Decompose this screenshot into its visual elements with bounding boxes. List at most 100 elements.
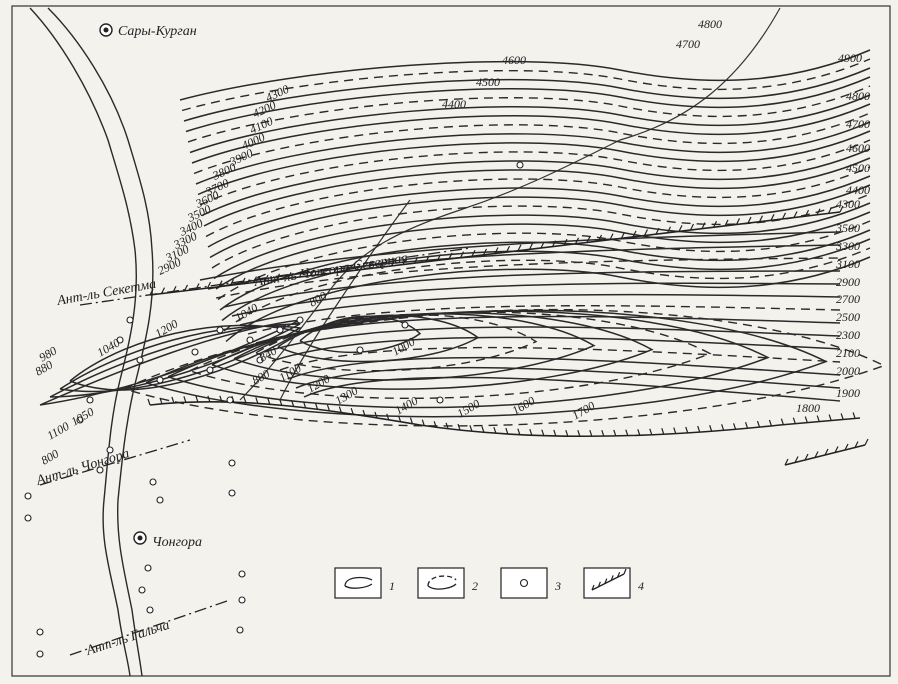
legend-label-4: 4 — [638, 579, 644, 593]
contour-line — [187, 85, 871, 143]
contour-line — [295, 366, 841, 389]
contour-label: 4400 — [442, 97, 466, 111]
contour-line — [223, 270, 841, 308]
well-icon — [106, 446, 114, 454]
dashed-contour-icon — [427, 575, 457, 587]
contour-label: 3300 — [835, 239, 860, 253]
well-icon — [86, 396, 94, 404]
contour-label: 4700 — [846, 117, 870, 131]
contour-line — [239, 293, 841, 326]
contour-label: 4600 — [502, 53, 526, 67]
well-icon — [216, 326, 224, 334]
well-icon — [228, 489, 236, 497]
contour-label: 4300 — [836, 197, 860, 211]
contour-label: 1400 — [393, 393, 421, 417]
legend-label-2: 2 — [472, 579, 478, 593]
contour-line — [231, 282, 841, 317]
faults — [147, 205, 869, 466]
well-icon — [138, 586, 146, 594]
legend-label-1: 1 — [389, 579, 395, 593]
legend-box-2 — [417, 567, 465, 599]
contour-line — [223, 247, 871, 332]
well-icon — [356, 346, 364, 354]
well-icon — [36, 650, 44, 658]
anticline-label-galcha: Ант-ль Гальча — [84, 618, 172, 659]
contour-label: 800 — [39, 446, 62, 467]
contour-label: 4400 — [846, 183, 870, 197]
well-icon — [24, 492, 32, 500]
closure-contour — [211, 312, 654, 390]
contour-label: 3100 — [835, 257, 860, 271]
contour-line — [205, 166, 871, 238]
contour-line — [217, 220, 871, 301]
well-icon — [296, 316, 304, 324]
well-icon — [146, 606, 154, 614]
well-icon — [76, 416, 84, 424]
contour-label: 4900 — [838, 51, 862, 65]
settlement-label: Чонгора — [152, 535, 202, 550]
well-icon — [36, 628, 44, 636]
south-fault — [149, 400, 861, 438]
contour-line — [195, 121, 871, 185]
legend-label-3: 3 — [554, 579, 561, 593]
closure-contour — [49, 323, 301, 398]
closure-contour — [123, 308, 886, 427]
contour-label: 4600 — [846, 141, 870, 155]
contour-line — [207, 175, 871, 248]
contour-label: 880 — [33, 357, 56, 378]
contour-label: 1900 — [836, 386, 860, 400]
contour-label: 4800 — [698, 17, 722, 31]
closure-contour — [233, 313, 596, 381]
contour-label: 2100 — [836, 346, 860, 360]
contour-line — [221, 238, 871, 322]
contour-label: 4500 — [846, 161, 870, 175]
contour-line — [201, 148, 871, 217]
contour-label: 800 — [250, 366, 273, 387]
well-icon — [24, 514, 32, 522]
contour-line — [193, 112, 871, 175]
legend: 1 2 3 4 — [334, 567, 644, 599]
contour-line — [199, 139, 871, 206]
contour-line — [215, 211, 871, 290]
well-icon — [228, 459, 236, 467]
closure-contour — [277, 314, 480, 363]
contour-label: 3500 — [835, 221, 860, 235]
contour-line — [199, 231, 841, 281]
contour-label: 1700 — [570, 398, 598, 422]
solid-contour-icon — [344, 576, 373, 587]
contour-line — [215, 257, 841, 299]
well-icon — [246, 336, 254, 344]
north-contours — [179, 49, 871, 343]
well-icon — [116, 336, 124, 344]
contour-label: 2700 — [836, 292, 860, 306]
well-icon — [276, 326, 284, 334]
contour-line — [197, 130, 871, 196]
contour-label: 2000 — [836, 364, 860, 378]
well-icon — [256, 356, 264, 364]
well-icon — [226, 396, 234, 404]
settlement-sary-kurgan: Сары-Курган — [99, 23, 197, 39]
contour-line — [213, 202, 871, 280]
well-icon — [144, 564, 152, 572]
contour-label: 4500 — [476, 75, 500, 89]
contour-line — [279, 346, 841, 371]
well-icon — [156, 496, 164, 504]
river — [29, 7, 154, 677]
contour-label: 1200 — [153, 316, 181, 340]
contour-line — [185, 76, 871, 133]
contour-line — [303, 376, 841, 402]
contour-line — [203, 157, 871, 227]
contour-line — [219, 229, 871, 311]
well-icon — [401, 321, 409, 329]
closure-contour — [299, 315, 422, 354]
legend-box-1 — [334, 567, 382, 599]
contour-label: 2900 — [836, 275, 860, 289]
well-icon — [206, 366, 214, 374]
well-icon — [96, 466, 104, 474]
well-icon — [236, 626, 244, 634]
well-icon — [126, 316, 134, 324]
contour-line — [271, 336, 841, 362]
well-icon — [136, 356, 144, 364]
